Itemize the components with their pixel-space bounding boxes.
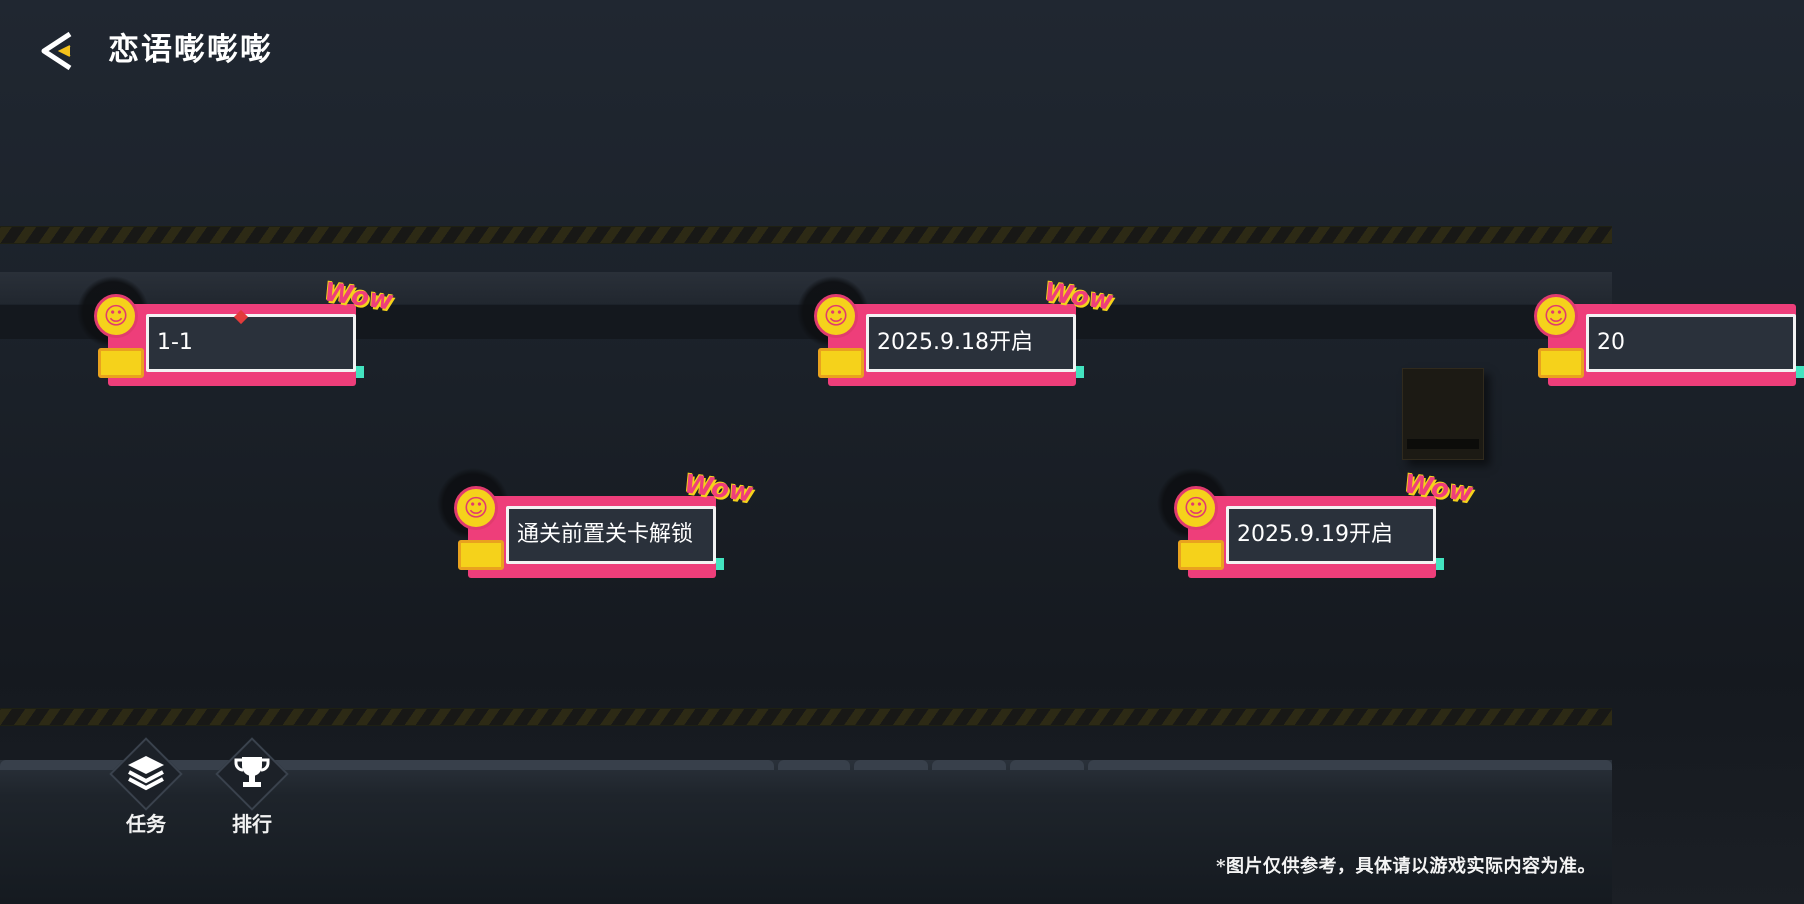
arcade-box-icon [1538, 348, 1584, 378]
smiley-icon: ☺ [814, 294, 858, 338]
smiley-icon: ☺ [1534, 294, 1578, 338]
hazard-stripe-bottom [0, 708, 1612, 726]
smiley-icon: ☺ [454, 486, 498, 530]
level-label: 2025.9.19开启 [1226, 506, 1436, 564]
task-button[interactable]: 任务 [104, 737, 184, 840]
ranking-button[interactable]: 排行 [210, 737, 290, 840]
disclaimer-text: *图片仅供参考，具体请以游戏实际内容为准。 [1216, 856, 1596, 877]
level-label: 1-1 [146, 314, 356, 372]
smiley-icon: ☺ [94, 294, 138, 338]
page-title: 恋语嘭嘭嘭 [108, 32, 273, 68]
arcade-box-icon [1178, 540, 1224, 570]
bench-segment [932, 760, 1006, 770]
bench-segment [1088, 760, 1612, 770]
hazard-stripe-top [0, 226, 1612, 244]
level-label: 20 [1586, 314, 1796, 372]
smiley-icon: ☺ [1174, 486, 1218, 530]
wall-electrical-box [1402, 368, 1484, 460]
level-label: 通关前置关卡解锁 [506, 506, 716, 564]
bench-segment [0, 760, 774, 770]
bench-segment [1010, 760, 1084, 770]
level-card-1[interactable]: 1-1 ☺ Wow [58, 272, 395, 402]
level-card-3[interactable]: 通关前置关卡解锁 ☺ Wow [418, 464, 755, 594]
level-card-4[interactable]: 2025.9.19开启 ☺ Wow [1138, 464, 1475, 594]
layers-icon [104, 754, 188, 801]
arcade-box-icon [818, 348, 864, 378]
arcade-box-icon [98, 348, 144, 378]
menu-label: 任务 [126, 812, 166, 836]
arcade-box-icon [458, 540, 504, 570]
trophy-icon [210, 754, 294, 801]
level-card-5[interactable]: 20 ☺ [1528, 282, 1804, 402]
level-label: 2025.9.18开启 [866, 314, 1076, 372]
back-button[interactable] [36, 28, 82, 74]
bench-segment [778, 760, 850, 770]
back-arrow-icon [41, 31, 72, 71]
level-card-2[interactable]: 2025.9.18开启 ☺ Wow [778, 272, 1115, 402]
menu-label: 排行 [232, 812, 272, 836]
bench-segment [854, 760, 928, 770]
